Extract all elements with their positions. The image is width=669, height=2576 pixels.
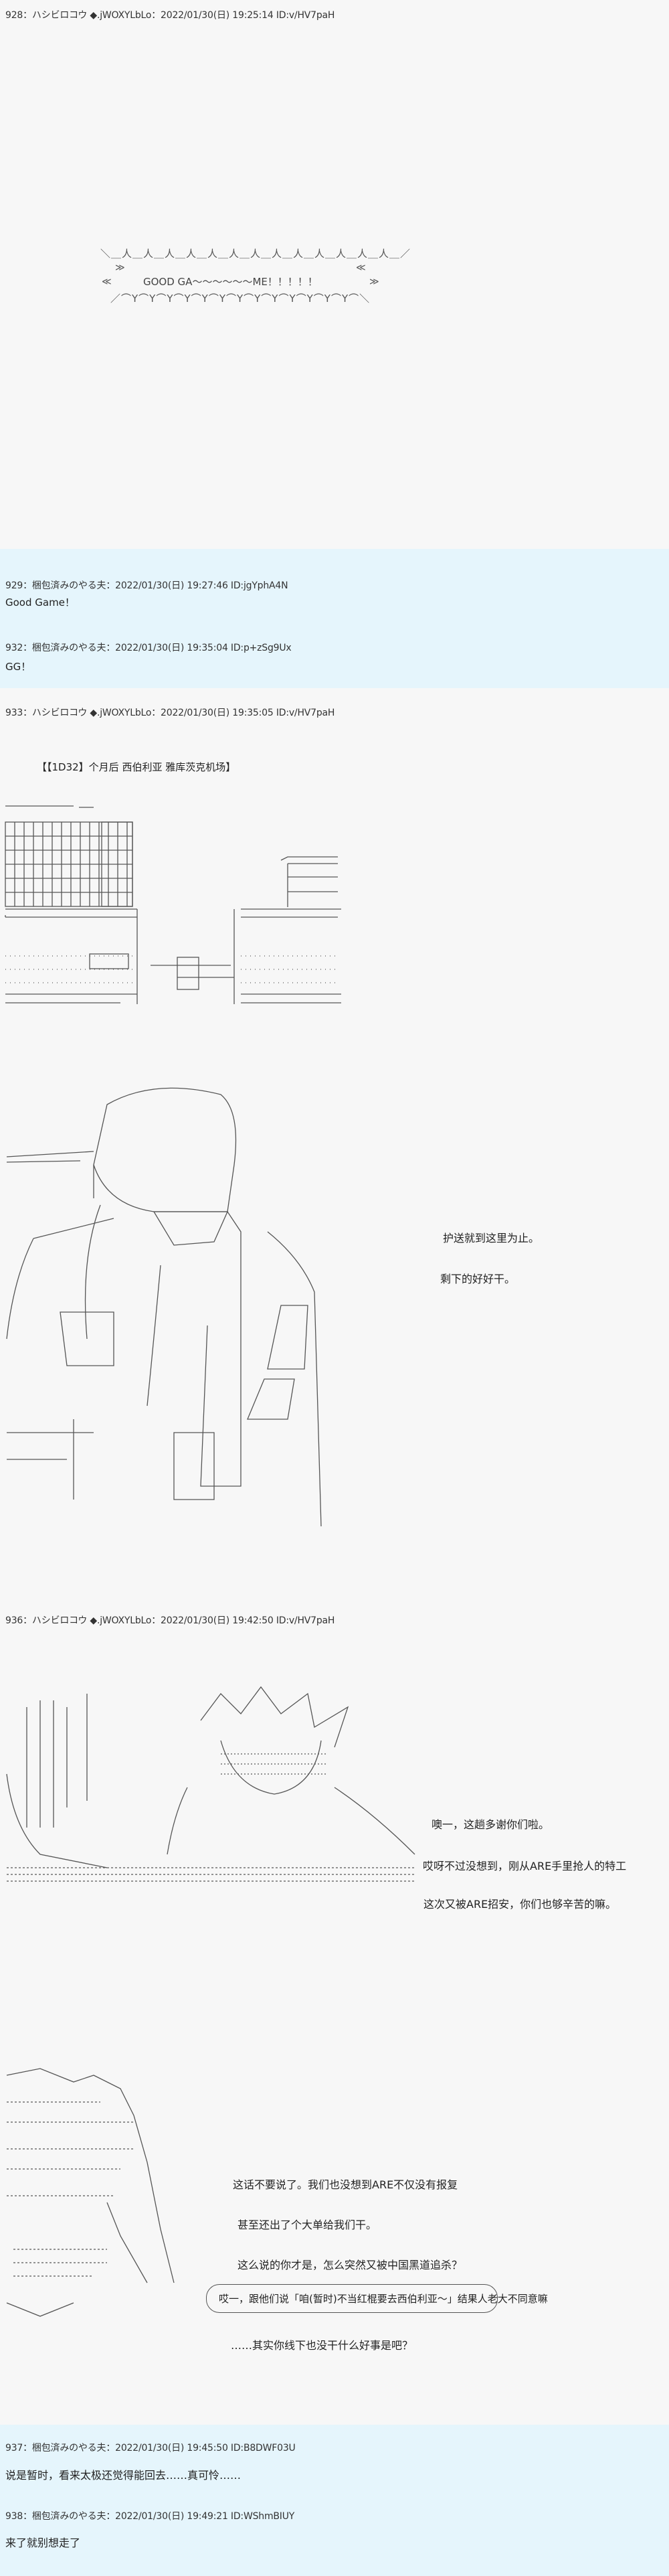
- banner-bottom-border: ／⌒Y⌒Y⌒Y⌒Y⌒Y⌒Y⌒Y⌒Y⌒Y⌒Y⌒Y⌒Y⌒Y⌒＼: [110, 293, 371, 305]
- post-header-938: 938：梱包済みのやる夫：2022/01/30(日) 19:49:21 ID:W…: [5, 2511, 295, 2522]
- aa-airport-illustration: [5, 805, 341, 1004]
- dialogue-line: 哎呀不过没想到，刚从ARE手里抢人的特工: [423, 1860, 627, 1872]
- banner-top-border: ＼＿人＿人＿人＿人＿人＿人＿人＿人＿人＿人＿人＿人＿人＿／: [100, 248, 411, 260]
- post-header-933: 933：ハシビロコウ ◆.jWOXYLbLo：2022/01/30(日) 19:…: [5, 708, 335, 718]
- scene-title: 【【1D32】个月后 西伯利亚 雅库茨克机场】: [37, 761, 236, 773]
- post-header-936: 936：ハシビロコウ ◆.jWOXYLbLo：2022/01/30(日) 19:…: [5, 1615, 335, 1626]
- banner-chevron: ≪: [356, 262, 366, 273]
- dialogue-line: 这么说的你才是，怎么突然又被中国黑道追杀？: [237, 2259, 463, 2271]
- banner-chevron: ≪: [102, 276, 112, 287]
- dialogue-line: ……其实你线下也没干什么好事是吧？: [231, 2339, 413, 2352]
- dialogue-line: 剩下的好好干。: [440, 1273, 516, 1285]
- dialogue-line: 甚至还出了个大单给我们干。: [237, 2219, 377, 2231]
- dialogue-line: 这话不要说了。我们也没想到ARE不仅没有报复: [233, 2178, 458, 2191]
- aa-soldier-figure: [6, 1087, 322, 1527]
- post-header-937: 937：梱包済みのやる夫：2022/01/30(日) 19:45:50 ID:B…: [5, 2443, 296, 2453]
- dialogue-line: 护送就到这里为止。: [443, 1232, 540, 1244]
- post-body-937: 说是暂时，看来太极还觉得能回去……真可怜……: [5, 2469, 242, 2482]
- speech-bubble: 哎一，跟他们说「咱(暂时)不当红棍要去西伯利亚～」结果人老大不同意嘛: [206, 2284, 548, 2313]
- post-body-929: Good Game！: [5, 596, 75, 609]
- reply-block: [0, 2425, 669, 2576]
- aa-two-characters: [6, 1686, 415, 1882]
- post-body-938: 来了就别想走了: [5, 2537, 81, 2549]
- aa-character-portrait: [6, 2068, 175, 2317]
- banner-chevron: ≫: [115, 262, 125, 273]
- post-header-928: 928：ハシビロコウ ◆.jWOXYLbLo：2022/01/30(日) 19:…: [5, 10, 335, 21]
- dialogue-line: 这次又被ARE招安，你们也够辛苦的嘛。: [423, 1898, 617, 1911]
- banner-chevron: ≫: [369, 276, 379, 287]
- post-header-929: 929：梱包済みのやる夫：2022/01/30(日) 19:27:46 ID:j…: [5, 580, 288, 591]
- post-body-932: GG！: [5, 661, 31, 673]
- terminal-windows: [5, 821, 133, 907]
- post-header-932: 932：梱包済みのやる夫：2022/01/30(日) 19:35:04 ID:p…: [5, 643, 292, 653]
- banner-text: GOOD GA～～～～～～ME！！！！！: [143, 276, 318, 288]
- dialogue-line: 噢一，这趟多谢你们啦。: [432, 1818, 550, 1831]
- reply-block: [0, 549, 669, 688]
